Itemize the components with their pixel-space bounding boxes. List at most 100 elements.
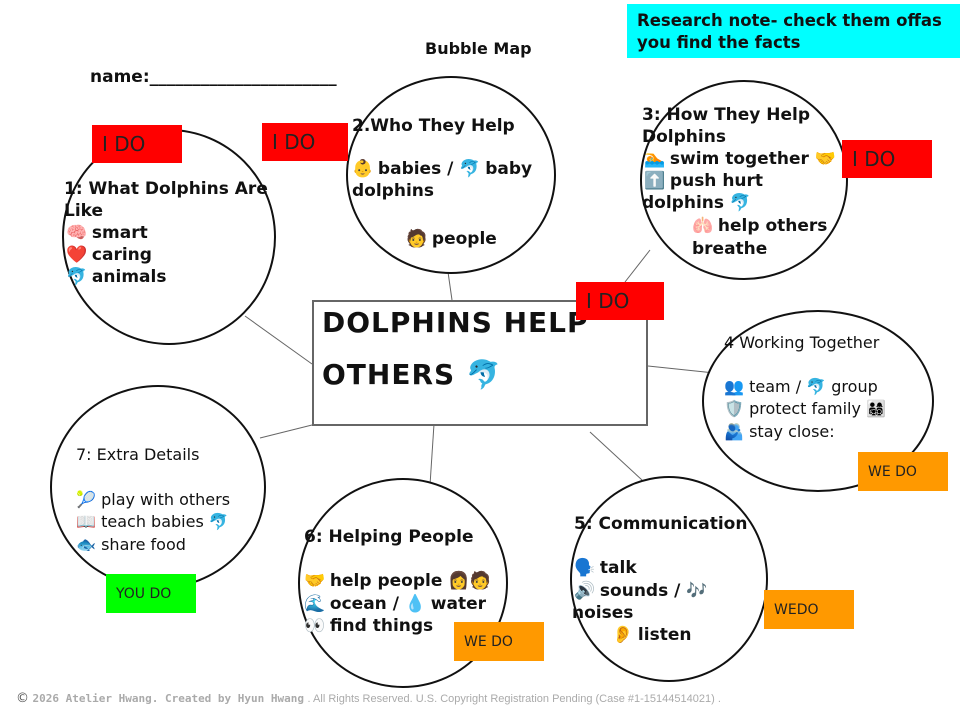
bubble-5-line-4: 👂 listen [612,624,691,646]
connector-7 [259,423,317,439]
bubble-2-line-3: 🧑 people [406,228,497,250]
people-icon: 👩🧑 [448,571,491,591]
tag-i-do-2: I DO [262,123,348,161]
center-line-2-text: OTHERS [322,358,456,391]
line-text: push hurt [669,171,764,191]
line-text: play with others [101,490,231,509]
line-text: listen [637,625,692,645]
dolphin-icon: 🐬 [66,267,88,287]
bubble-3-title-1: 3: How They Help [642,105,811,125]
fish-icon: 🐟 [76,535,96,554]
brain-icon: 🧠 [66,223,88,243]
line-text: sounds / [599,581,681,601]
bubble-2-line-2: dolphins [352,181,434,201]
bubble-4-line-3: 🫂 stay close: [724,421,835,443]
center-topic-box: DOLPHINS HELP OTHERS 🐬 [312,300,648,426]
item-text: caring [91,245,152,265]
bubble-6-line-3: 👀 find things [304,615,433,637]
research-note-line1: Research note- check them offas [637,11,942,30]
bubble-7 [50,385,266,589]
footer-rest-text: . All Rights Reserved. U.S. Copyright Re… [307,693,721,705]
racket-icon: 🎾 [76,490,96,509]
dolphin-icon: 🐬 [729,193,752,213]
line-text: share food [101,535,186,554]
handshake-icon: 🤝 [304,571,326,591]
heart-icon: ❤️ [66,245,88,265]
line-text: baby [485,159,533,179]
bubble-3-line-1: 🏊 swim together 🤝 [644,148,836,170]
bubble-5-line-3: noises [572,603,634,623]
dolphin-icon: 🐬 [465,358,502,391]
droplet-icon: 💧 [404,594,427,614]
tag-i-do-1: I DO [92,125,182,163]
tag-i-do-4: I DO [576,282,664,320]
line-text: protect family [749,399,861,418]
bubble-4-line-2: 🛡️ protect family 👨‍👩‍👧‍👦 [724,398,886,420]
bubble-3-line-4: 🫁 help others [692,215,827,237]
connector-1 [244,315,313,365]
bubble-3-line-2: ⬆️ push hurt [644,170,763,192]
bubble-1-item-2: ❤️ caring [66,244,152,266]
bubble-5-line-2: 🔊 sounds / 🎶 [574,580,708,602]
center-line-1: DOLPHINS HELP [322,306,589,339]
bubble-1-item-3: 🐬 animals [66,266,166,288]
up-arrow-icon: ⬆️ [644,171,666,191]
family-icon: 👨‍👩‍👧‍👦 [866,399,886,418]
connector-3 [624,249,651,283]
line-text: people [431,229,497,249]
line-text: teach babies [101,512,204,531]
line-text: dolphins [642,193,724,213]
bubble-2 [346,76,556,274]
bubble-1-title-2: Like [64,201,104,221]
center-line-2: OTHERS 🐬 [322,358,502,391]
name-field: name:______________________ [90,67,337,87]
line-text: babies / [377,159,454,179]
research-note: Research note- check them offas you find… [627,4,960,58]
eyes-icon: 👀 [304,616,326,636]
music-notes-icon: 🎶 [686,581,708,601]
tag-we-do-1: WE DO [858,452,948,491]
person-icon: 🧑 [406,229,428,249]
line-text: help people [329,571,443,591]
dolphin-icon: 🐬 [459,159,481,179]
bubble-1-item-1: 🧠 smart [66,222,148,244]
baby-icon: 👶 [352,159,374,179]
speaking-head-icon: 🗣️ [574,558,596,578]
bubble-7-line-1: 🎾 play with others [76,489,230,511]
bubble-3 [640,80,848,280]
tag-we-do-2: WE DO [454,622,544,661]
connector-5 [589,431,643,481]
bubble-3-line-5: breathe [692,239,768,259]
tag-i-do-3: I DO [842,140,932,178]
copyright-symbol: © [16,691,29,706]
bubble-2-title: 2.Who They Help [352,116,515,136]
bubble-6-title: 6: Helping People [304,527,474,547]
bubble-4-title: 4 Working Together [724,333,880,352]
line-text: swim together [669,149,809,169]
bubble-6-line-1: 🤝 help people 👩🧑 [304,570,491,592]
bubble-7-line-2: 📖 teach babies 🐬 [76,511,229,533]
bubble-3-line-3: dolphins 🐬 [642,192,752,214]
connector-6 [429,423,435,486]
tag-you-do: YOU DO [106,574,196,613]
handshake-icon: 🤝 [814,149,836,169]
footer-copyright: © 2026 Atelier Hwang. Created by Hyun Hw… [16,691,721,706]
hug-icon: 🫂 [724,422,744,441]
tag-wedo: WEDO [764,590,854,629]
bubble-7-title: 7: Extra Details [76,445,200,464]
team-icon: 👥 [724,377,744,396]
ear-icon: 👂 [612,625,634,645]
line-text: help others [717,216,828,236]
line-text: group [831,377,878,396]
footer-bold-text: 2026 Atelier Hwang. Created by Hyun Hwan… [32,692,305,705]
book-icon: 📖 [76,512,96,531]
lungs-icon: 🫁 [692,216,714,236]
line-text: ocean / [329,594,399,614]
line-text: talk [599,558,637,578]
bubble-5-title: 5: Communication [574,514,748,534]
dolphin-icon: 🐬 [806,377,827,396]
bubble-6-line-2: 🌊 ocean / 💧 water [304,593,486,615]
map-title: Bubble Map [425,39,532,58]
shield-icon: 🛡️ [724,399,744,418]
